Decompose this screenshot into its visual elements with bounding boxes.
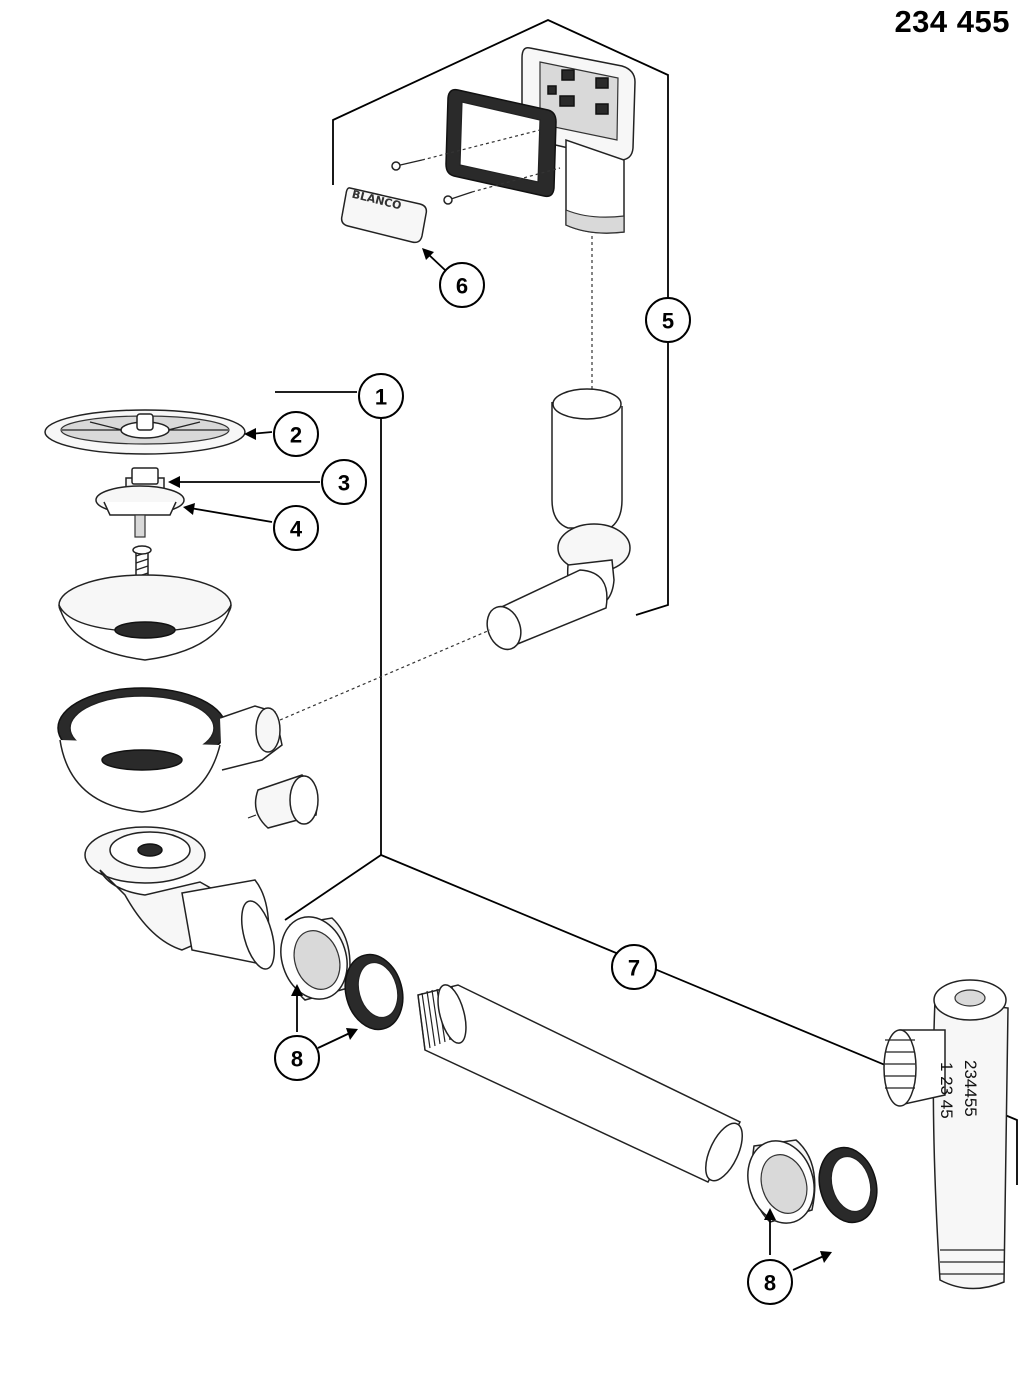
callout-arrows: [168, 248, 832, 1271]
svg-text:6: 6: [456, 274, 468, 299]
waste-assembly: [44, 409, 319, 970]
nut-seal-set-upper: [280, 916, 404, 1031]
callout-8-lower: 8: [747, 1259, 793, 1305]
tee-label: 234455 1 23 45: [937, 1060, 980, 1119]
overflow-kit: BLANCO: [279, 46, 636, 721]
svg-text:1: 1: [375, 385, 387, 410]
svg-text:3: 3: [338, 471, 350, 496]
callout-8-upper: 8: [274, 1035, 320, 1081]
callout-7: 7: [611, 944, 657, 990]
callout-2: 2: [273, 411, 319, 457]
article-number: 234 455: [894, 4, 1010, 39]
svg-text:8: 8: [764, 1271, 776, 1296]
callout-3: 3: [321, 459, 367, 505]
svg-text:5: 5: [662, 309, 674, 334]
tee-label-line2: 1 23 45: [937, 1062, 956, 1119]
tee-connector: 234455 1 23 45: [883, 979, 1009, 1290]
tee-label-line1: 234455: [961, 1060, 980, 1117]
connecting-pipe: [417, 984, 743, 1183]
svg-text:8: 8: [291, 1047, 303, 1072]
svg-text:4: 4: [290, 517, 303, 542]
svg-text:7: 7: [628, 956, 640, 981]
callout-5: 5: [645, 297, 691, 343]
svg-text:2: 2: [290, 423, 302, 448]
nut-seal-set-lower: [747, 1139, 878, 1224]
callout-4: 4: [273, 505, 319, 551]
callout-6: 6: [439, 262, 485, 308]
callout-1: 1: [358, 373, 404, 419]
group-bracket-lines: [275, 19, 1018, 1185]
